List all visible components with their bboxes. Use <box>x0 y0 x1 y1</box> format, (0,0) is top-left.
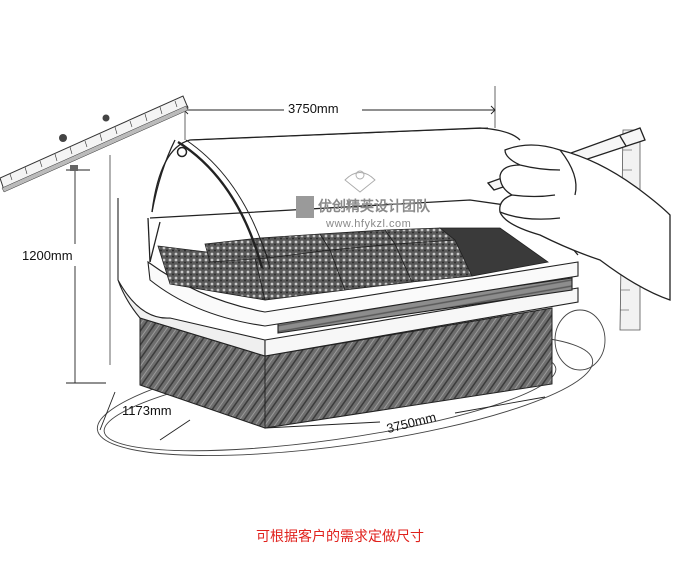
dimension-lines <box>66 105 546 441</box>
watermark: 优创精英设计团队 www.hfykzl.com <box>296 193 446 239</box>
measuring-ruler <box>0 95 189 193</box>
hinge-icon <box>176 146 188 158</box>
dimension-depth: 1173mm <box>122 403 172 418</box>
back-wall-lines <box>109 86 496 365</box>
counter-body <box>117 198 579 357</box>
dimension-top-width: 3750mm <box>286 101 341 116</box>
custom-size-caption: 可根据客户的需求定做尺寸 <box>256 529 424 545</box>
crest-icon <box>344 170 376 193</box>
food-trays <box>157 227 550 301</box>
hand-sketch <box>486 127 671 301</box>
watermark-logo-icon <box>296 196 314 218</box>
watermark-brand: 优创精英设计团队 <box>318 199 430 215</box>
case-base <box>139 307 553 429</box>
watermark-url: www.hfykzl.com <box>326 218 412 230</box>
dimension-height: 1200mm <box>22 248 73 263</box>
